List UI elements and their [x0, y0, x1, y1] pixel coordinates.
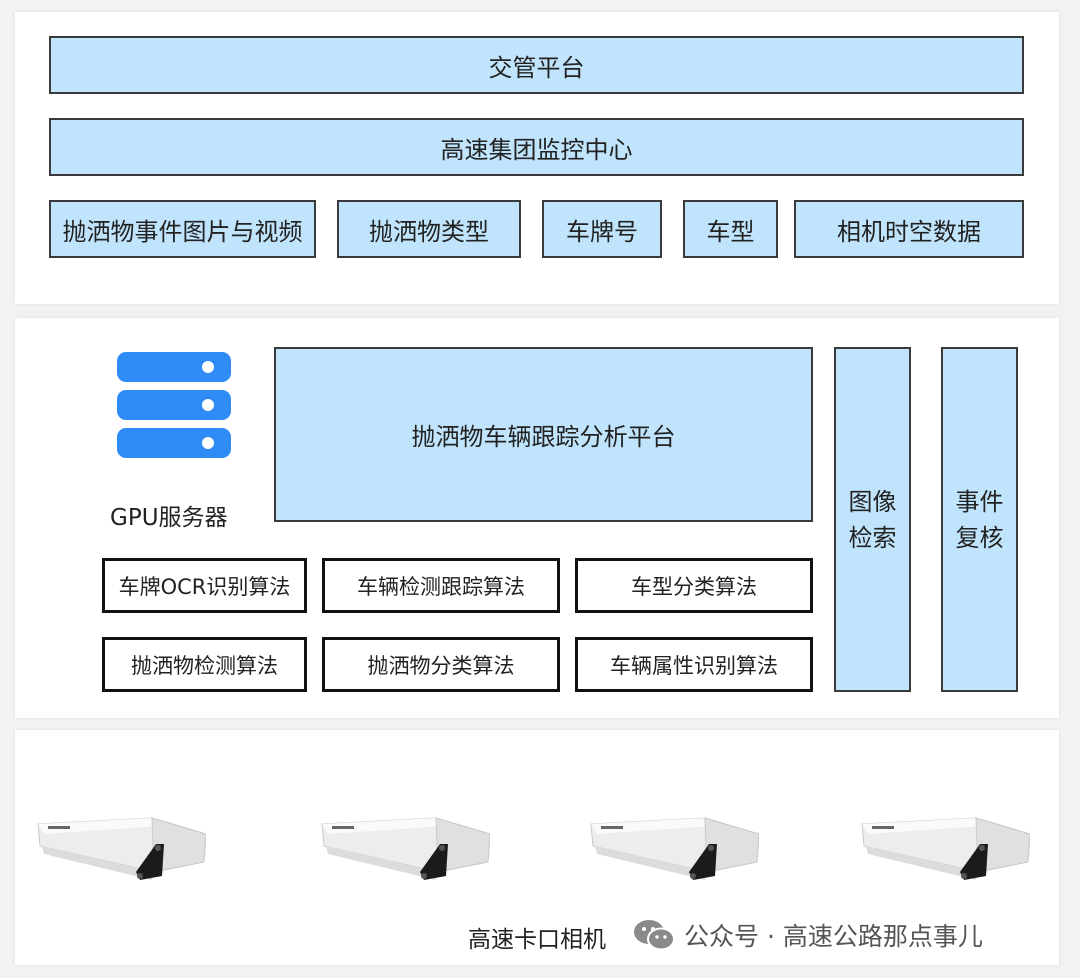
- output-plate-number: 车牌号: [542, 200, 662, 258]
- output-vehicle-type: 车型: [683, 200, 778, 258]
- server-label: GPU服务器: [110, 505, 228, 531]
- watermark-text: 公众号 · 高速公路那点事儿: [684, 922, 983, 951]
- camera-1-icon: [37, 817, 206, 881]
- wechat-icon: [634, 920, 675, 951]
- output-debris-type: 抛洒物类型: [337, 200, 521, 258]
- analysis-platform-box: 抛洒物车辆跟踪分析平台: [274, 347, 813, 522]
- output-event-media: 抛洒物事件图片与视频: [49, 200, 316, 258]
- event-review-box: 事件 复核: [941, 347, 1018, 692]
- event-review-line-1: 事件: [955, 487, 1004, 516]
- platform-box: 交管平台: [49, 36, 1024, 94]
- output-camera-data: 相机时空数据: [794, 200, 1024, 258]
- algo-vehicle-type: 车型分类算法: [575, 558, 813, 613]
- camera-2-icon: [321, 817, 490, 881]
- camera-3-icon: [590, 817, 759, 881]
- server-icon: [117, 352, 231, 458]
- image-search-line-1: 图像: [848, 487, 897, 516]
- algo-vehicle-tracking: 车辆检测跟踪算法: [322, 558, 560, 613]
- camera-4-icon: [861, 817, 1030, 881]
- image-search-line-2: 检索: [848, 523, 897, 552]
- event-review-line-2: 复核: [955, 523, 1004, 552]
- algo-debris-detection: 抛洒物检测算法: [102, 637, 307, 692]
- watermark: 公众号 · 高速公路那点事儿: [632, 917, 983, 953]
- cameras-label: 高速卡口相机: [468, 927, 606, 953]
- monitor-center-box: 高速集团监控中心: [49, 118, 1024, 176]
- algo-plate-ocr: 车牌OCR识别算法: [102, 558, 307, 613]
- algo-vehicle-attributes: 车辆属性识别算法: [575, 637, 813, 692]
- image-search-box: 图像 检索: [834, 347, 911, 692]
- algo-debris-classification: 抛洒物分类算法: [322, 637, 560, 692]
